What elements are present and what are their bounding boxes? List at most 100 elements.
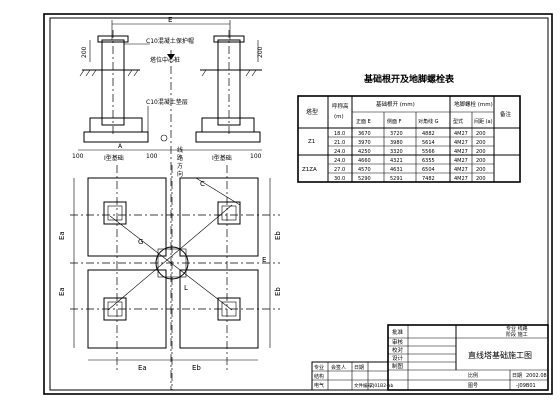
cell: 4M27 [454,176,468,182]
cell: 4M27 [454,149,468,155]
plan-ea: Ea [58,231,66,240]
dim-a: A [118,143,123,150]
cell: 3980 [390,140,403,146]
left-pier [101,39,125,126]
plan-square-tl [87,177,167,257]
table-title: 基础根开及地脚螺栓表 [363,73,455,85]
cell: 3670 [358,131,371,137]
tb-design: 设计 [392,354,404,362]
plan-square-tr [179,177,259,257]
cs-discipline: 专业 [314,364,324,371]
tb-check: 校对 [392,346,404,354]
cell: 18.0 [334,131,345,137]
table-body: 18.0 3670 3720 4882 4M27 200 21.0 3970 3… [334,131,486,182]
dim-100-b: 100 [146,153,158,160]
tb-drawing-title: 直线塔基础施工图 [468,350,532,360]
dim-100-c: 100 [250,153,262,160]
cell: 200 [476,140,486,146]
th-bolt-spacing: 间距 (a) [474,118,493,125]
cs-date: 日期 [354,365,364,371]
dim-200-left: 200 [81,46,88,58]
th-root-open: 基础根开 (mm) [376,100,415,108]
label-protective-cap: C10混凝土保护帽 [146,37,194,45]
th-height-unit: (m) [334,114,344,120]
th-front: 正面 E [356,119,371,125]
cell: 200 [476,167,486,173]
th-height: 呼称高 [332,102,349,110]
cell: 3320 [390,149,403,155]
cell: 5614 [422,140,435,146]
dim-e-top: E [168,16,172,24]
group-type-1: Z1 [308,139,315,145]
plan-eb-bottom: Eb [192,364,201,372]
th-side: 侧面 F [387,118,402,125]
plan-ea-bottom: Ea [138,364,147,372]
plan-eb: Eb [274,231,282,240]
cell: 200 [476,176,486,182]
center-pile [155,246,189,280]
cell: 4250 [358,149,371,155]
line-direction-label: 线路方向 [177,146,183,178]
tb-approve: 批准 [392,328,404,336]
plan-c: C [200,180,205,188]
plan-g: G [138,238,143,246]
cell: 6504 [422,167,435,173]
th-bolt-type: 型式 [453,118,463,125]
cs-file-no: ZJ01B2-ab [370,383,393,389]
th-remarks: 备注 [500,110,512,118]
cell: 200 [476,131,486,137]
plan-eb-low: Eb [274,287,282,296]
cell: 4M27 [454,158,468,164]
cs-structure: 结构 [314,373,324,380]
plan-l: L [184,284,188,292]
right-pier [217,39,241,126]
cell: 27.0 [334,167,345,173]
tb-discipline: 专业 线路 [506,325,528,332]
cell: 7482 [422,176,435,182]
group-type-2: Z1ZA [302,167,317,173]
plan-view: Ea Eb Ea Eb Ea Eb L G C E [58,165,282,390]
cs-electrical: 电气 [314,382,324,389]
cell: 3970 [358,140,371,146]
label-cushion: C10混凝土垫层 [146,98,188,106]
cs-signer: 会签人 [331,364,346,371]
cs-file-no-label: 文件编号 [354,382,372,389]
leg-left-label: I型基础 [104,154,124,162]
tb-review: 审核 [392,338,404,346]
cell: 4321 [390,158,403,164]
cell: 4M27 [454,140,468,146]
cell: 6355 [422,158,435,164]
cell: 4631 [390,167,403,173]
cell: 4882 [422,131,435,137]
cell: 5566 [422,149,435,155]
dim-200-right: 200 [257,46,264,58]
title-block: 批准 审核 校对 设计 制图 专业 线路 阶段 施工 直线塔基础施工图 比例 日… [311,324,549,391]
cell: 200 [476,158,486,164]
tb-drawing-no-label: 图号 [468,383,478,389]
dim-100-a: 100 [72,153,84,160]
cell: 4660 [358,158,371,164]
cell: 3720 [390,131,403,137]
label-tower-center: 塔位中心桩 [150,56,180,64]
section-view: E 200 200 C10混凝土保护帽 塔位中心桩 [72,16,264,390]
inner-border [49,17,549,391]
tb-draw: 制图 [392,362,404,370]
bolt-table: 基础根开及地脚螺栓表 塔型 呼称高 (m) 基础根开 (mm) 地脚螺栓 (mm… [297,73,521,183]
cell: 5291 [390,176,403,182]
cell: 4M27 [454,131,468,137]
cell: 24.0 [334,149,345,155]
th-tower-type: 塔型 [306,108,318,116]
sheet-border [43,13,553,395]
plan-ea-low: Ea [58,287,66,296]
plan-e: E [262,256,266,264]
cell: 5290 [358,176,371,182]
th-bolt-spec: 地脚螺栓 (mm) [454,100,493,108]
cell: 24.0 [334,158,345,164]
cell: 4570 [358,167,371,173]
tb-date-value: 2002.08 [526,373,547,379]
tb-phase: 阶段 施工 [506,331,528,338]
cell: 21.0 [334,140,345,146]
tb-date-label: 日期 [512,373,522,379]
